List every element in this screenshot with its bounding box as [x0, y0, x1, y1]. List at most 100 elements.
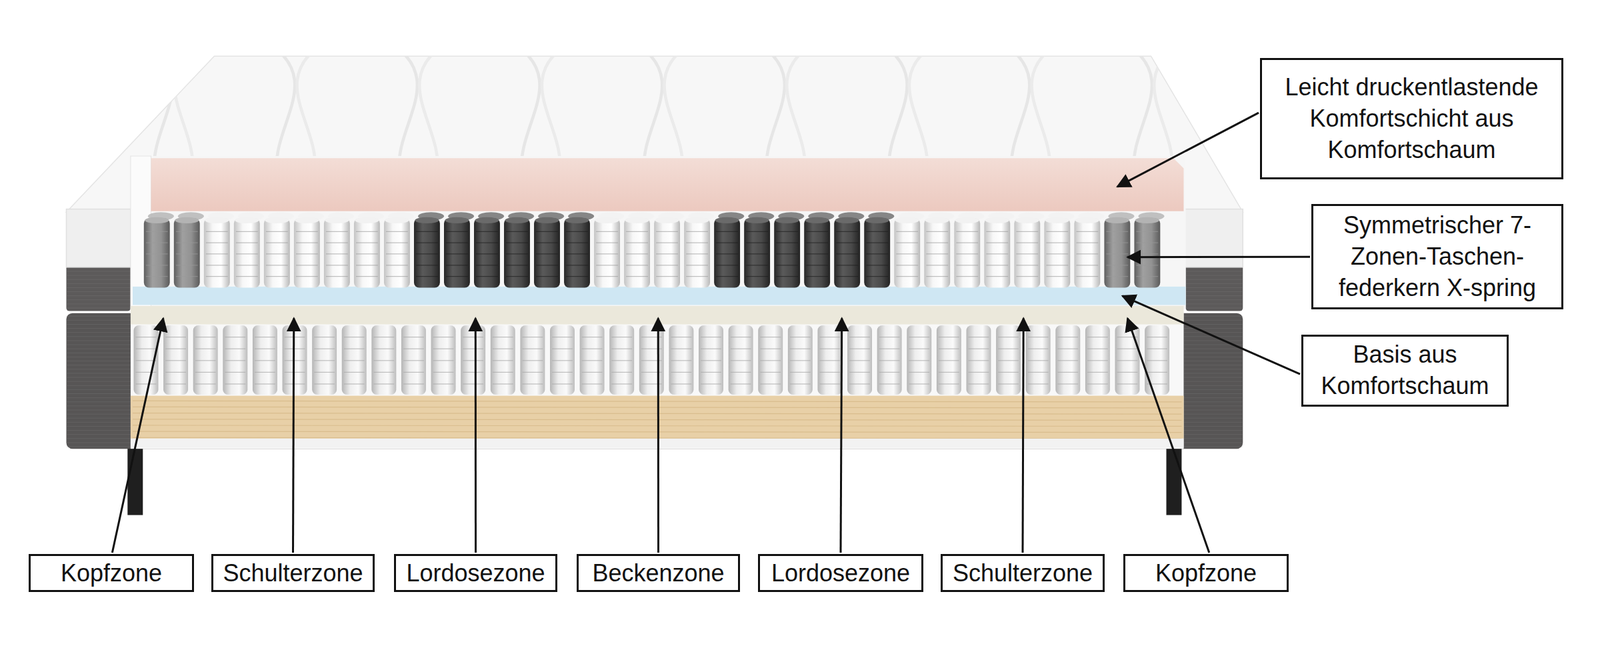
quilt-line: [40, 40, 82, 220]
pocket-spring: [804, 218, 830, 288]
pocket-spring: [744, 218, 770, 288]
spring-seam: [314, 336, 335, 338]
spring-seam: [386, 276, 408, 277]
spring-seam: [760, 348, 781, 350]
spring-seam: [611, 348, 632, 350]
leader-arrow: [293, 318, 294, 553]
base-cover: [130, 438, 1184, 448]
spring-top: [865, 217, 890, 224]
wood-frame: [130, 396, 1184, 439]
spring-seam: [314, 360, 335, 361]
spring-seam: [938, 360, 960, 361]
spring-seam: [433, 348, 454, 350]
spring-seam: [866, 231, 888, 232]
spring-seam: [849, 360, 870, 361]
spring-seam: [1057, 383, 1078, 384]
spring-seam: [968, 383, 990, 384]
fabric-line: [1184, 442, 1244, 443]
box-spring: [966, 325, 991, 395]
spring-seam: [986, 253, 1008, 254]
pocket-spring: [354, 218, 380, 288]
spring-seam: [356, 231, 378, 232]
leader-arrow: [657, 318, 660, 553]
spring-top: [685, 217, 710, 224]
spring-seam: [836, 231, 858, 232]
spring-seam: [670, 360, 692, 361]
spring-top: [264, 217, 289, 224]
spring-seam: [224, 336, 246, 338]
spring-seam: [176, 231, 198, 232]
fabric-line: [66, 368, 130, 370]
spring-seam: [536, 242, 558, 243]
spring-seam: [326, 253, 348, 254]
fabric-line: [66, 316, 130, 317]
spring-seam: [386, 264, 408, 266]
fabric-line: [1184, 438, 1244, 439]
spring-seam: [254, 360, 276, 361]
spring-seam: [1046, 276, 1068, 277]
spring-seam: [195, 348, 216, 350]
fabric-line: [1184, 291, 1244, 292]
leader-arrow: [1127, 318, 1209, 553]
spring-seam: [820, 348, 841, 350]
spring-top: [324, 217, 349, 224]
spring-seam: [176, 264, 198, 266]
pocket-spring: [984, 218, 1010, 288]
spring-seam: [806, 253, 828, 254]
spring-seam: [462, 348, 484, 350]
fabric-line: [1184, 324, 1244, 325]
zone-label-box: Kopfzone: [28, 554, 194, 592]
mattress-side: [1184, 209, 1244, 268]
spring-seam: [1106, 264, 1128, 266]
fabric-line: [1184, 316, 1244, 317]
spring-top: [1135, 217, 1160, 224]
zone-label: Kopfzone: [60, 558, 162, 588]
spring-seam: [866, 242, 888, 243]
spring-seam: [552, 372, 573, 373]
spring-seam: [146, 231, 168, 232]
box-spring: [520, 325, 545, 395]
spring-seam: [938, 348, 960, 350]
spring-top: [925, 217, 950, 224]
fabric-line: [66, 401, 130, 402]
leader-arrow: [112, 318, 164, 553]
spring-seam: [730, 383, 752, 384]
box-spring: [996, 325, 1021, 395]
spring-seam: [956, 264, 978, 266]
spring-seam: [1028, 348, 1049, 350]
spring-seam: [1016, 231, 1038, 232]
spring-seam: [386, 242, 408, 243]
spring-seam: [314, 383, 335, 384]
quilt-line: [20, 40, 62, 220]
spring-seam: [1146, 360, 1168, 361]
spring-seam: [403, 360, 424, 361]
fabric-line: [66, 446, 130, 448]
fabric-line: [66, 336, 130, 337]
wood-grain: [132, 413, 1182, 415]
spring-seam: [284, 383, 306, 384]
spring-seam: [386, 231, 408, 232]
spring-seam: [790, 336, 811, 338]
spring-seam: [224, 348, 246, 350]
spring-seam: [879, 348, 900, 350]
spring-seam: [296, 253, 318, 254]
box-spring: [847, 325, 872, 395]
spring-seam: [836, 276, 858, 277]
fabric-line: [1184, 377, 1244, 378]
spring-seam: [716, 231, 738, 232]
spring-seam: [730, 360, 752, 361]
spring-top: [955, 217, 980, 224]
box-spring: [758, 325, 783, 395]
spring-seam: [552, 383, 573, 384]
spring-seam: [746, 264, 768, 266]
spring-seam: [866, 253, 888, 254]
spring-seam: [1106, 276, 1128, 277]
bed-leg: [1166, 444, 1182, 516]
spring-seam: [611, 372, 632, 373]
spring-seam: [1046, 253, 1068, 254]
fabric-line: [66, 344, 130, 346]
spring-seam: [492, 336, 514, 338]
spring-seam: [879, 360, 900, 361]
spring-seam: [849, 372, 870, 373]
